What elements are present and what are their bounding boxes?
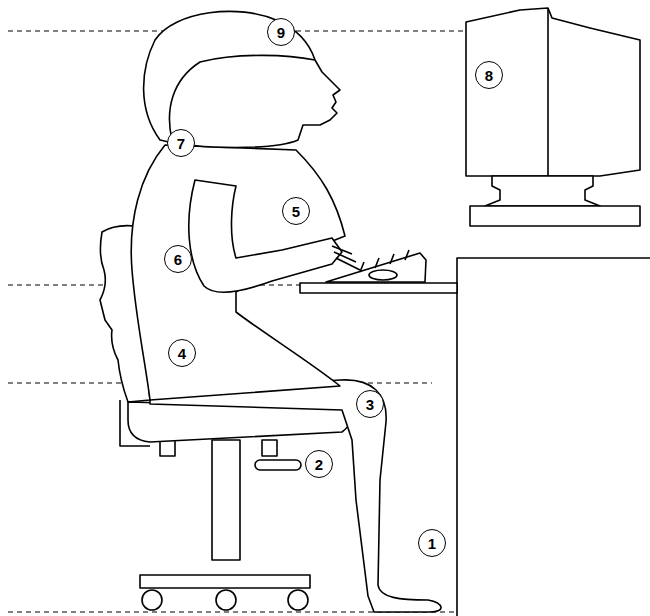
- head: [144, 11, 340, 147]
- fingers: [332, 246, 360, 270]
- callout-circle: 8: [475, 61, 503, 89]
- monitor: [466, 8, 640, 176]
- hair-line: [169, 55, 315, 140]
- callout-circle: 9: [267, 18, 295, 46]
- keyboard-palm: [369, 270, 397, 280]
- callout-number: 5: [292, 204, 300, 219]
- callout-number: 2: [315, 457, 323, 472]
- chair-column: [212, 440, 240, 560]
- callout-circle: 6: [164, 245, 192, 273]
- callout-number: 6: [174, 252, 182, 267]
- chair-wheel: [216, 590, 236, 610]
- callout-circle: 2: [305, 450, 333, 478]
- callout-circle: 1: [418, 529, 446, 557]
- chair-wheel: [288, 590, 308, 610]
- callout-number: 1: [428, 536, 436, 551]
- callout-circle: 3: [356, 390, 384, 418]
- monitor-stand: [485, 176, 600, 206]
- chair-lever: [255, 460, 301, 470]
- desk: [457, 258, 650, 616]
- callout-number: 9: [277, 25, 285, 40]
- arm: [189, 180, 342, 292]
- chair-wheel: [142, 590, 162, 610]
- callout-number: 7: [177, 136, 185, 151]
- callout-number: 3: [366, 397, 374, 412]
- callout-number: 4: [178, 346, 186, 361]
- callout-circle: 4: [168, 339, 196, 367]
- torso: [131, 145, 345, 400]
- callout-number: 8: [485, 68, 493, 83]
- chair-base: [140, 575, 310, 588]
- monitor-edge: [547, 8, 549, 176]
- chair-mount: [160, 440, 277, 456]
- callout-circle: 7: [167, 129, 195, 157]
- callout-circle: 5: [282, 197, 310, 225]
- legs: [150, 380, 441, 612]
- desk-surface: [300, 283, 457, 293]
- monitor-base: [470, 206, 640, 226]
- keyboard-keys: [360, 250, 409, 272]
